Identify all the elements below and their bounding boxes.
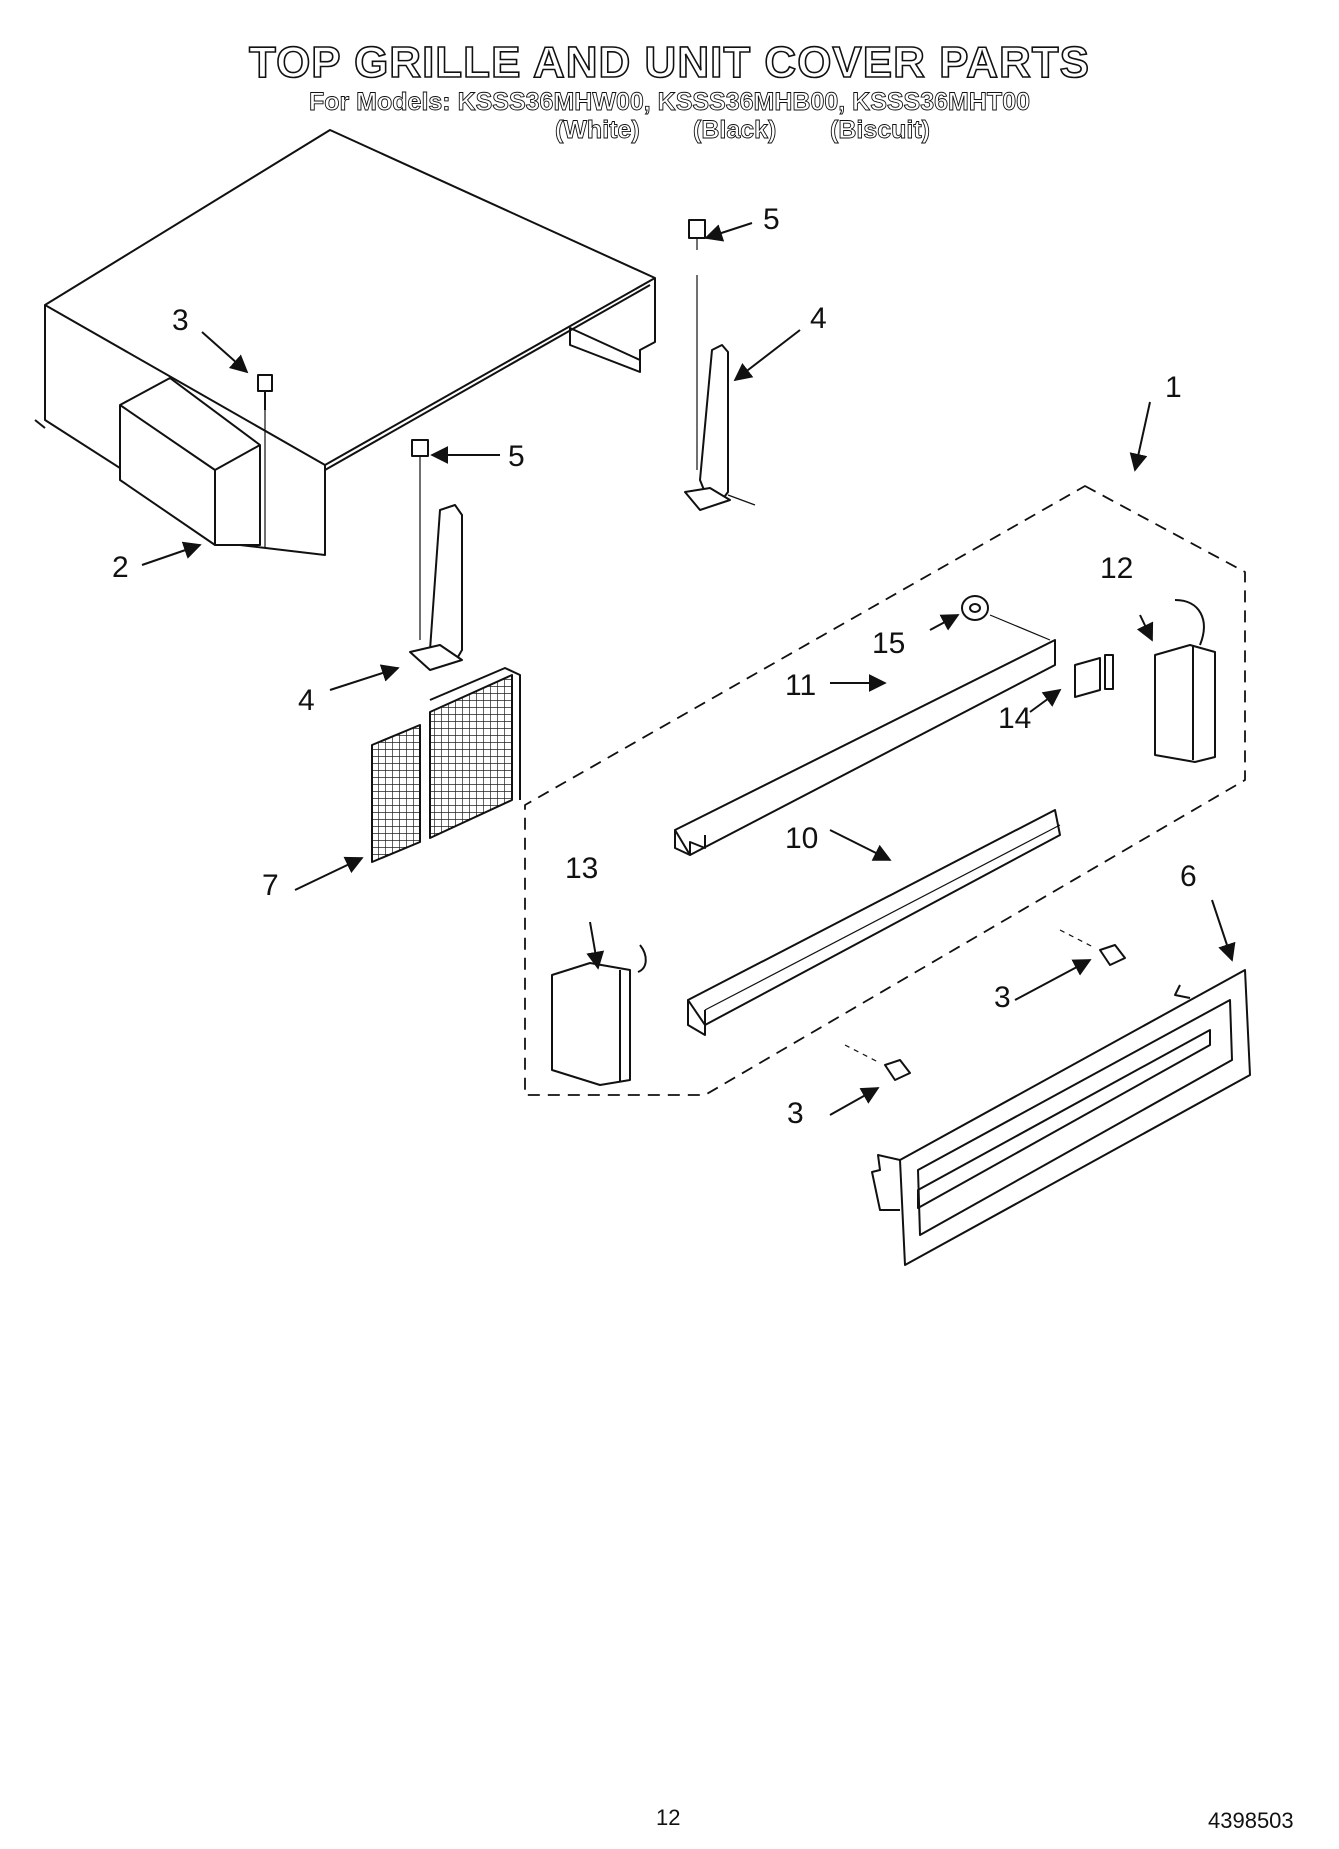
variant-white: (White) bbox=[555, 116, 641, 145]
document-number: 4398503 bbox=[1208, 1808, 1294, 1833]
callout-11: 11 bbox=[785, 669, 816, 702]
assembly-boundary bbox=[524, 485, 1246, 1096]
adjuster-screw-part bbox=[1074, 654, 1114, 698]
variant-biscuit: (Biscuit) bbox=[830, 116, 931, 145]
callout-2: 2 bbox=[112, 551, 129, 584]
callout-4a: 4 bbox=[810, 302, 827, 335]
end-cap-right-part bbox=[1154, 599, 1216, 763]
trim-part bbox=[687, 809, 1061, 1036]
page-title: TOP GRILLE AND UNIT COVER PARTS bbox=[248, 37, 1090, 88]
end-cap-left-part bbox=[551, 944, 647, 1086]
callout-3c: 3 bbox=[787, 1097, 804, 1130]
callout-15: 15 bbox=[872, 627, 905, 660]
screw-part bbox=[257, 374, 273, 548]
screw-part-right bbox=[1059, 929, 1126, 966]
bushing-part bbox=[961, 595, 1051, 641]
models-line: For Models: KSSS36MHW00, KSSS36MHB00, KS… bbox=[308, 88, 1031, 117]
screw-part-bottom bbox=[844, 1044, 911, 1081]
callout-5b: 5 bbox=[508, 440, 525, 473]
callout-6: 6 bbox=[1180, 860, 1197, 893]
bracket-part-right bbox=[684, 219, 756, 511]
callout-4b: 4 bbox=[298, 684, 315, 717]
variant-black: (Black) bbox=[693, 116, 777, 145]
callout-13: 13 bbox=[565, 852, 598, 885]
callout-14: 14 bbox=[998, 702, 1031, 735]
callout-5a: 5 bbox=[763, 203, 780, 236]
top-grille-part bbox=[871, 969, 1251, 1266]
callout-labels: 1 2 3 3 3 4 4 5 5 6 7 10 11 12 13 14 15 bbox=[112, 203, 1197, 1130]
page-number: 12 bbox=[656, 1805, 681, 1830]
callout-1: 1 bbox=[1165, 371, 1182, 404]
callout-12: 12 bbox=[1100, 552, 1133, 585]
callout-3a: 3 bbox=[172, 304, 189, 337]
unit-cover-part bbox=[34, 129, 656, 556]
callout-10: 10 bbox=[785, 822, 818, 855]
leader-arrows bbox=[141, 222, 1236, 1116]
channel-part bbox=[674, 639, 1056, 856]
callout-7: 7 bbox=[262, 869, 279, 902]
bracket-part-left bbox=[409, 439, 463, 671]
callout-3b: 3 bbox=[994, 981, 1011, 1014]
grille-part bbox=[371, 667, 521, 863]
